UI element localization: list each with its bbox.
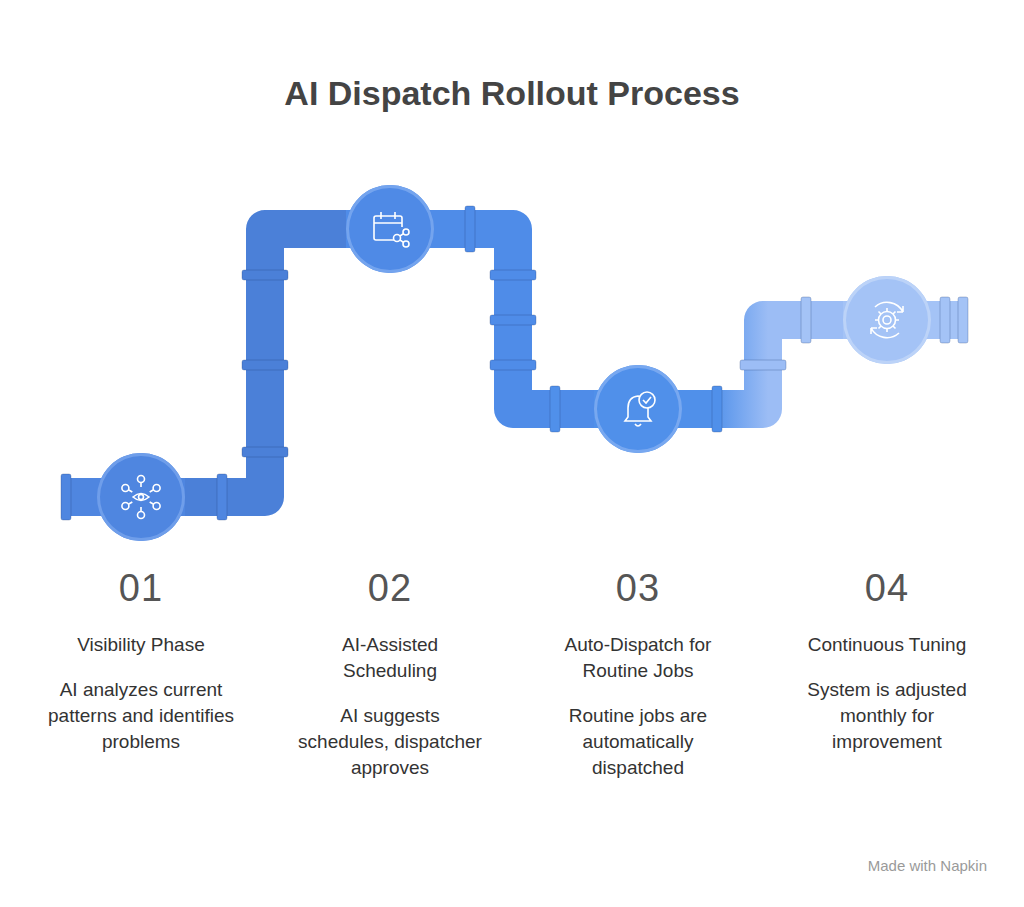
network-links [128, 483, 153, 512]
gear-ring [879, 312, 896, 329]
calendar-body [374, 216, 402, 240]
pipe-flange [801, 297, 811, 343]
pipe-flange [217, 474, 227, 520]
network-dot [138, 512, 145, 519]
step-heading: Auto-Dispatch for Routine Jobs [543, 632, 733, 684]
step-caption: 03Auto-Dispatch for Routine JobsRoutine … [543, 568, 733, 781]
step-caption: 02AI-Assisted Scheduling AI suggests sche… [293, 568, 488, 781]
pipe-flange [490, 315, 536, 325]
pipe-flange [712, 386, 722, 432]
pipe-flange [465, 206, 475, 252]
network-dot [153, 503, 160, 510]
check-badge [639, 392, 655, 408]
pipe-connector [682, 320, 843, 409]
step-description: System is adjusted monthly for improveme… [787, 677, 987, 755]
pipe-flanges [61, 206, 968, 520]
share-dot [403, 229, 409, 235]
pipe-flange [490, 270, 536, 280]
step-number: 02 [293, 568, 488, 608]
bell-check-icon [625, 392, 655, 426]
step-number: 04 [787, 568, 987, 608]
step-description: Routine jobs are automatically dispatche… [543, 703, 733, 781]
bell-clapper [635, 424, 641, 426]
pipe-flange [958, 297, 968, 343]
title-box: AI Dispatch Rollout Process [0, 74, 1024, 112]
step-description: AI suggests schedules, dispatcher approv… [293, 703, 488, 781]
eye-pupil [139, 495, 144, 500]
step-number: 01 [36, 568, 246, 608]
network-dot [122, 503, 129, 510]
pipe-flange [242, 270, 288, 280]
network-dot [122, 485, 129, 492]
network-eye-icon [122, 476, 160, 519]
share-dot [403, 241, 409, 247]
calendar-lines [374, 212, 402, 223]
step-circle: 02AI-Assisted SchedulingAI suggests sche… [346, 185, 434, 273]
gear-hub [883, 316, 891, 324]
step-circle: 01Visibility PhaseAI analyzes current pa… [97, 453, 185, 541]
step-circle: 03Auto-Dispatch for Routine JobsRoutine … [594, 365, 682, 453]
step-heading: Continuous Tuning [787, 632, 987, 658]
step-heading: Visibility Phase [36, 632, 246, 658]
pipe-connector [185, 229, 346, 497]
step-number: 03 [543, 568, 733, 608]
pipe-flange [61, 474, 71, 520]
network-dot [153, 485, 160, 492]
eye-shape [133, 494, 149, 501]
pipe-flange [740, 360, 786, 370]
share-links [400, 234, 404, 243]
watermark-box: Made with Napkin [868, 857, 987, 875]
check-mark [643, 397, 651, 403]
watermark: Made with Napkin [868, 857, 987, 874]
step-caption: 01Visibility Phase AI analyzes current pa… [36, 568, 246, 755]
cycle-arrow [871, 328, 899, 338]
cycle-arrow [875, 302, 903, 312]
share-dot [394, 235, 401, 242]
pipe-flange [490, 360, 536, 370]
step-caption: 04Continuous TuningSystem is adjusted mo… [787, 568, 987, 755]
calendar-share-icon [374, 212, 409, 247]
pipe-flange [940, 297, 950, 343]
bell-body [625, 396, 651, 421]
network-dot [138, 476, 145, 483]
step-description: AI analyzes current patterns and identif… [36, 677, 246, 755]
pipe-connector [434, 229, 594, 409]
pipe-flange [242, 447, 288, 457]
pipe-flange [242, 360, 288, 370]
step-circle: 04Continuous TuningSystem is adjusted mo… [843, 276, 931, 364]
diagram-title: AI Dispatch Rollout Process [284, 74, 739, 112]
gear-cycle-icon [871, 302, 903, 337]
pipe-flange [550, 386, 560, 432]
step-heading: AI-Assisted Scheduling [293, 632, 488, 684]
gear-teeth [875, 308, 899, 332]
